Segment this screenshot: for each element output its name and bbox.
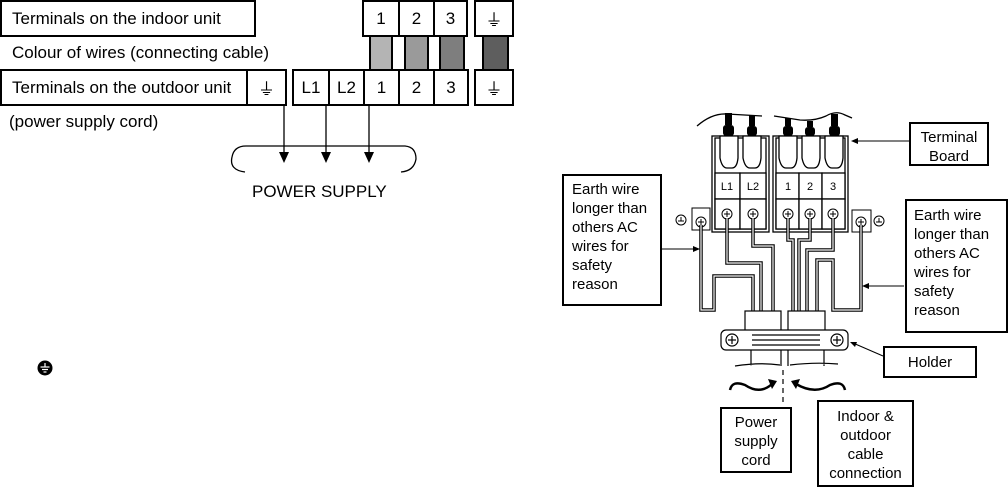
earth-legend-icon bbox=[37, 360, 53, 376]
indoor-terminal-3: 3 bbox=[433, 0, 468, 37]
earth-icon: ⏚ bbox=[485, 80, 503, 99]
callout-line: supply bbox=[734, 433, 778, 450]
earth-icon: ⏚ bbox=[258, 80, 275, 99]
power-supply-bracket bbox=[230, 145, 417, 173]
curly-arrow-right bbox=[795, 382, 847, 391]
terminal-number: 2 bbox=[411, 8, 422, 28]
tb-label-3: 3 bbox=[830, 181, 836, 193]
indoor-terminals-label: Terminals on the indoor unit bbox=[12, 8, 221, 28]
callout-line: Earth wire bbox=[572, 181, 640, 198]
outdoor-terminal-3: 3 bbox=[433, 69, 469, 106]
plug bbox=[719, 135, 739, 169]
terminal-number: 1 bbox=[376, 8, 386, 28]
callout-line: connection bbox=[829, 465, 902, 482]
terminal-number: 3 bbox=[445, 8, 456, 28]
power-supply-label: POWER SUPPLY bbox=[252, 182, 387, 201]
tb-label-2: 2 bbox=[807, 181, 813, 193]
earth-wire-left-callout: Earth wire longer than others AC wires f… bbox=[562, 174, 662, 306]
arrow-head bbox=[321, 152, 331, 163]
callout-line: reason bbox=[572, 276, 618, 293]
curly-arrow-left bbox=[728, 382, 773, 391]
callout-line: Holder bbox=[907, 354, 953, 371]
earth-icon: ⏚ bbox=[485, 11, 503, 30]
outdoor-terminals-label: Terminals on the outdoor unit bbox=[12, 77, 232, 97]
callout-line: cable bbox=[847, 446, 884, 463]
tb-label-l2: L2 bbox=[747, 181, 759, 193]
earth-wire-right-callout: Earth wire longer than others AC wires f… bbox=[905, 199, 1008, 333]
outdoor-earth-terminal-power: ⏚ bbox=[246, 69, 287, 106]
callout-line: safety bbox=[914, 283, 955, 300]
outdoor-earth-terminal: ⏚ bbox=[474, 69, 514, 106]
callout-line: reason bbox=[914, 302, 960, 319]
callout-line: Earth wire bbox=[914, 207, 982, 224]
callout-line: wires for bbox=[572, 238, 629, 255]
plug bbox=[778, 135, 798, 169]
terminal-number: L2 bbox=[337, 77, 356, 97]
callout-line: Board bbox=[928, 148, 970, 165]
callout-line: longer than bbox=[914, 226, 990, 243]
callout-line: others AC bbox=[572, 219, 638, 236]
holder-callout: Holder bbox=[883, 346, 977, 378]
callout-line: others AC bbox=[914, 245, 980, 262]
outdoor-terminal-l2: L2 bbox=[328, 69, 365, 106]
power-cord-callout: Power supply cord bbox=[720, 407, 792, 473]
terminal-number: 2 bbox=[411, 77, 422, 97]
tb-label-1: 1 bbox=[785, 181, 791, 193]
callout-line: longer than bbox=[572, 200, 648, 217]
indoor-earth-terminal: ⏚ bbox=[474, 0, 514, 37]
callout-line: Power bbox=[734, 414, 778, 431]
callout-line: Indoor & bbox=[837, 408, 894, 425]
terminal-number: L1 bbox=[301, 77, 321, 97]
callout-line: wires for bbox=[914, 264, 971, 281]
callout-line: Terminal bbox=[920, 129, 978, 146]
tb-cell bbox=[739, 172, 767, 200]
wire-colour-swatch-3 bbox=[439, 37, 465, 70]
wire-colour-swatch-earth bbox=[482, 37, 509, 70]
plug bbox=[742, 135, 762, 169]
holder bbox=[720, 329, 849, 351]
indoor-terminals-label-box: Terminals on the indoor unit bbox=[0, 0, 256, 37]
plug bbox=[824, 135, 844, 169]
power-cord-label: (power supply cord) bbox=[9, 112, 159, 131]
callout-line: cord bbox=[741, 452, 771, 469]
plug bbox=[801, 135, 821, 169]
wire-colour-label: Colour of wires (connecting cable) bbox=[12, 43, 270, 62]
arrow-head bbox=[364, 152, 374, 163]
tb-label-l1: L1 bbox=[721, 181, 733, 193]
terminal-number: 1 bbox=[376, 77, 387, 97]
wire-colour-swatch-1 bbox=[369, 37, 393, 70]
cable-top-right bbox=[773, 112, 853, 121]
terminal-number: 3 bbox=[446, 77, 456, 97]
callout-line: outdoor bbox=[840, 427, 891, 444]
arrow-head bbox=[279, 152, 289, 163]
holder-pointer bbox=[852, 342, 884, 357]
wire-colour-swatch-2 bbox=[404, 37, 429, 70]
indoor-outdoor-callout: Indoor & outdoor cable connection bbox=[817, 400, 914, 487]
callout-line: safety bbox=[572, 257, 613, 274]
terminal-board-callout: Terminal Board bbox=[909, 122, 989, 166]
